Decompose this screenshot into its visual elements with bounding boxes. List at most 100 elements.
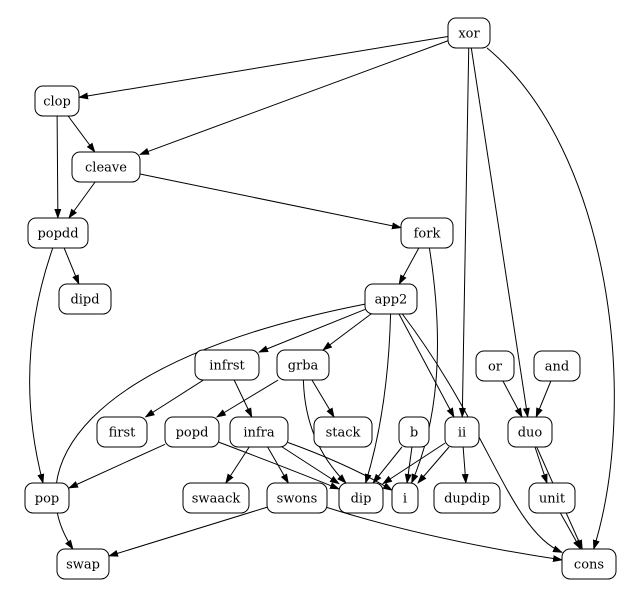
node-label: unit	[539, 492, 566, 507]
node-label: popd	[176, 426, 209, 441]
graph-node-swons: swons	[266, 482, 328, 514]
node-label: grba	[288, 359, 319, 374]
edge-fork-i	[411, 247, 438, 484]
graph-node-cons: cons	[561, 548, 617, 580]
node-label: pop	[35, 492, 59, 507]
graph-node-or: or	[475, 350, 515, 382]
edge-popd-dip	[218, 441, 340, 490]
graph-node-infra: infra	[229, 416, 289, 448]
graph-node-swap: swap	[56, 548, 110, 580]
edge-duo-unit	[534, 446, 548, 484]
node-label: cleave	[85, 161, 127, 176]
graph-node-popd: popd	[164, 416, 220, 448]
graph-node-i: i	[391, 482, 419, 514]
edge-layer	[29, 35, 615, 563]
edge-and-duo	[535, 380, 552, 418]
edge-ii-i	[417, 446, 450, 484]
graph-node-cleave: cleave	[71, 151, 141, 183]
node-label: stack	[326, 426, 361, 441]
node-label: i	[403, 492, 407, 507]
node-box	[447, 17, 491, 49]
node-box	[27, 217, 89, 249]
edge-infrst-first	[144, 379, 204, 418]
edge-app2-cons	[401, 313, 563, 553]
node-box	[266, 482, 328, 514]
node-label: popdd	[37, 227, 78, 242]
edge-b-dip	[372, 446, 403, 484]
node-box	[444, 416, 480, 448]
edge-infra-dip	[281, 446, 340, 485]
node-box	[433, 482, 501, 514]
edge-swons-cons	[326, 506, 563, 563]
node-box	[56, 548, 110, 580]
node-label: ii	[458, 426, 466, 441]
edge-clop-cleave	[67, 115, 96, 153]
node-label: xor	[458, 27, 480, 42]
node-label: infra	[243, 426, 275, 441]
graph-node-and: and	[533, 350, 581, 382]
edge-popd-pop	[68, 443, 166, 489]
node-box	[475, 350, 515, 382]
node-label: or	[488, 360, 503, 375]
edge-popdd-pop	[29, 247, 54, 484]
graph-node-popdd: popdd	[27, 217, 89, 249]
node-box	[507, 416, 553, 448]
edge-xor-ii	[458, 47, 470, 418]
edge-app2-dip	[364, 313, 392, 484]
node-label: app2	[375, 293, 408, 308]
edge-b-i	[404, 446, 413, 484]
edge-app2-ii	[398, 313, 455, 418]
graph-node-ii: ii	[444, 416, 480, 448]
node-box	[338, 482, 384, 514]
node-box	[313, 416, 373, 448]
node-box	[398, 416, 430, 448]
node-box	[400, 217, 454, 249]
graph-node-app2: app2	[364, 283, 418, 315]
edge-clop-popdd	[54, 115, 62, 219]
edge-infrst-infra	[233, 379, 253, 418]
graph-node-xor: xor	[447, 17, 491, 49]
edge-xor-cons	[486, 47, 615, 550]
edge-app2-infrst	[258, 308, 366, 353]
edge-xor-duo	[470, 47, 530, 418]
node-label: dupdip	[444, 492, 490, 507]
node-label: dip	[351, 492, 372, 507]
node-box	[24, 482, 70, 514]
graph-node-pop: pop	[24, 482, 70, 514]
node-label: b	[410, 426, 418, 441]
edge-grba-popd	[215, 379, 279, 418]
edge-ii-dupdip	[461, 446, 469, 484]
graph-node-unit: unit	[528, 482, 576, 514]
node-label: swons	[277, 492, 318, 507]
graph-node-stack: stack	[313, 416, 373, 448]
node-box	[71, 151, 141, 183]
node-box	[182, 482, 250, 514]
node-box	[58, 283, 112, 315]
edge-infra-swaack	[225, 446, 250, 484]
node-label: infrst	[209, 359, 245, 374]
node-label: and	[545, 360, 569, 375]
node-box	[229, 416, 289, 448]
graph-node-grba: grba	[276, 349, 330, 381]
edge-fork-app2	[398, 247, 420, 285]
node-label: duo	[518, 426, 543, 441]
edge-app2-swap	[55, 303, 366, 550]
graph-node-dipd: dipd	[58, 283, 112, 315]
edge-xor-clop	[78, 35, 449, 100]
edge-infra-i	[287, 442, 393, 491]
graph-node-duo: duo	[507, 416, 553, 448]
node-box	[164, 416, 220, 448]
graph-node-dupdip: dupdip	[433, 482, 501, 514]
node-box	[194, 349, 260, 381]
node-label: dipd	[70, 293, 99, 308]
graph-node-first: first	[96, 416, 148, 448]
node-box	[276, 349, 330, 381]
node-label: swaack	[192, 492, 241, 507]
node-label: fork	[414, 227, 441, 242]
edge-app2-grba	[322, 313, 372, 351]
node-box	[96, 416, 148, 448]
graph-node-swaack: swaack	[182, 482, 250, 514]
edge-or-duo	[502, 380, 523, 418]
